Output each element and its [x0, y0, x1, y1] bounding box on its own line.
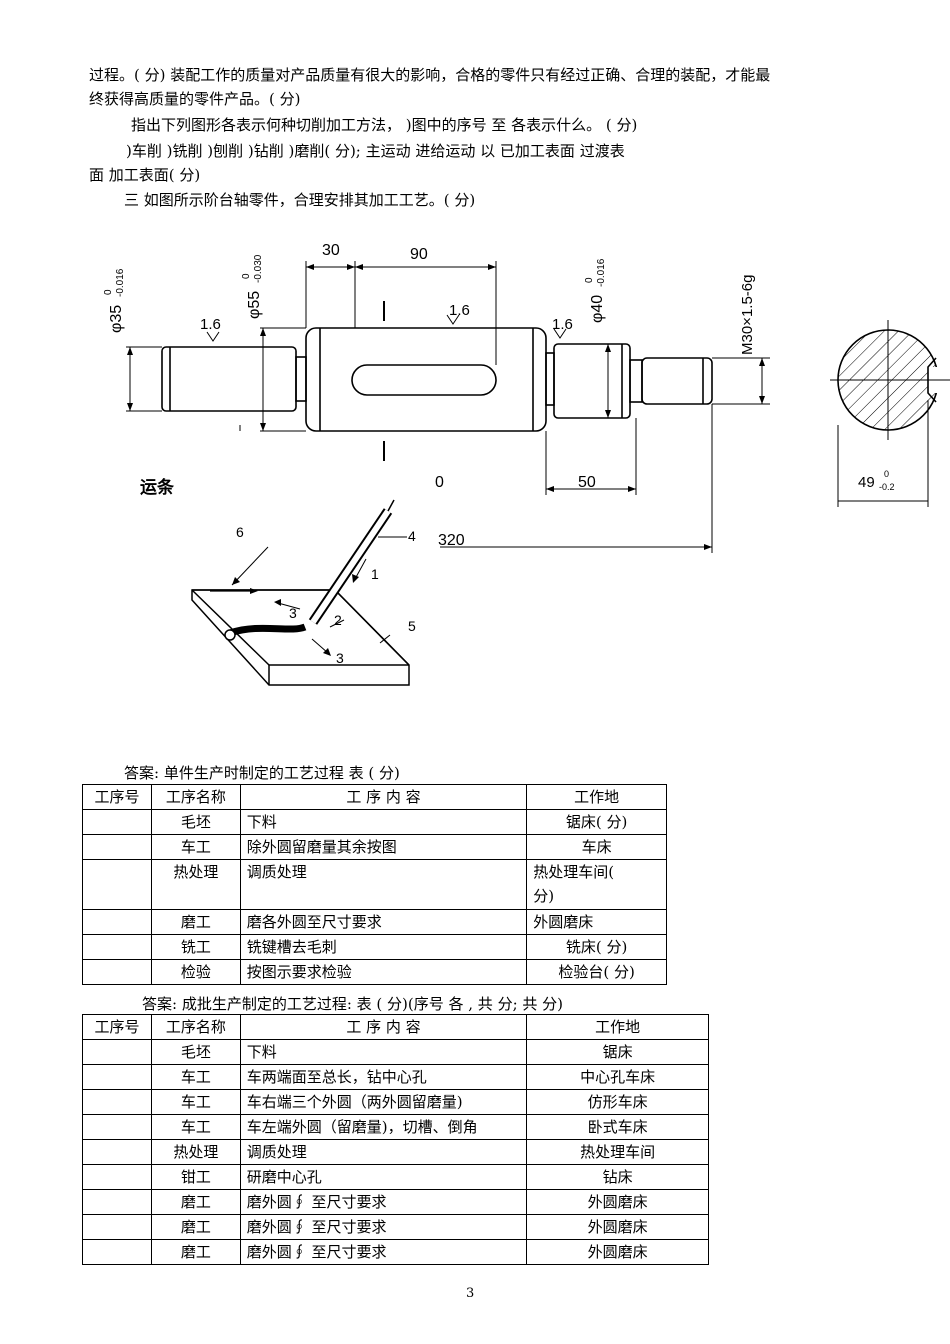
svg-text:0: 0	[884, 469, 889, 479]
table-row: 毛坯 下料 锯床	[82, 1039, 709, 1065]
svg-text:0: 0	[241, 273, 252, 279]
svg-text:M30×1.5-6g: M30×1.5-6g	[739, 275, 756, 355]
svg-text:φ55: φ55	[246, 291, 263, 319]
svg-text:1: 1	[371, 566, 379, 582]
svg-text:5: 5	[408, 618, 416, 634]
table-row: 磨工 磨外圆∮ 至尺寸要求 外圆磨床	[82, 1239, 709, 1265]
svg-text:0: 0	[584, 277, 595, 283]
svg-text:3: 3	[289, 605, 297, 621]
svg-text:6: 6	[236, 524, 244, 540]
dim-90: 90	[410, 246, 428, 263]
dim-partial-0: 0	[435, 474, 444, 491]
dim-phi35: φ35 0 -0.016	[103, 268, 126, 333]
dim-320: 320	[438, 532, 465, 549]
intro-line-5: 面 加工表面( 分)	[89, 166, 201, 184]
header-cell: 工序名称	[150, 784, 241, 810]
header-cell: 工 序 内 容	[239, 784, 528, 810]
welding-illustration: 运条 1 2 3 3 4 5 6	[140, 477, 416, 686]
cross-section: 49 0 -0.2	[830, 320, 950, 507]
table-row: 磨工 磨各外圆至尺寸要求 外圆磨床	[82, 909, 667, 935]
svg-text:3: 3	[336, 650, 344, 666]
intro-line-6: 三 如图所示阶台轴零件，合理安排其加工工艺。( 分)	[124, 191, 476, 209]
svg-text:2: 2	[334, 612, 342, 628]
svg-text:φ35: φ35	[108, 305, 125, 333]
table1-caption: 答案: 单件生产时制定的工艺过程 表 ( 分)	[124, 764, 400, 782]
svg-text:0: 0	[103, 289, 114, 295]
table-row: 车工 车左端外圆（留磨量)，切槽、倒角 卧式车床	[82, 1114, 709, 1140]
header-cell: 工 序 内 容	[239, 1014, 528, 1040]
header-cell: 工序名称	[150, 1014, 241, 1040]
table-row: 车工 车两端面至总长，钻中心孔 中心孔车床	[82, 1064, 709, 1090]
header-cell: 工作地	[526, 784, 667, 810]
header-cell: 工作地	[526, 1014, 709, 1040]
process-table-single: 工序号 工序名称 工 序 内 容 工作地 毛坯 下料 锯床( 分) 车工 除外圆…	[82, 784, 667, 985]
table-row: 钳工 研磨中心孔 钻床	[82, 1164, 709, 1190]
dim-phi40: φ40 0 -0.016	[584, 258, 607, 323]
svg-text:-0.030: -0.030	[253, 254, 264, 283]
svg-text:-0.2: -0.2	[879, 482, 895, 492]
dim-thread: M30×1.5-6g	[739, 275, 756, 355]
table-header-row: 工序号 工序名称 工 序 内 容 工作地	[82, 784, 667, 810]
svg-text:-0.016: -0.016	[596, 258, 607, 287]
svg-text:φ40: φ40	[589, 295, 606, 323]
table2-caption: 答案: 成批生产制定的工艺过程: 表 ( 分)(序号 各 , 共 分; 共 分)	[142, 995, 564, 1013]
svg-text:-0.016: -0.016	[115, 268, 126, 297]
intro-line-4: )车削 )铣削 )刨削 )钻削 )磨削( 分); 主运动 进给运动 以 已加工表…	[126, 142, 625, 160]
intro-line-2: 终获得高质量的零件产品。( 分)	[89, 90, 301, 108]
table-row: 毛坯 下料 锯床( 分)	[82, 809, 667, 835]
table-header-row: 工序号 工序名称 工 序 内 容 工作地	[82, 1014, 709, 1040]
page-number: 3	[466, 1286, 475, 1301]
roughness-label: 1.6	[449, 302, 470, 319]
process-table-batch: 工序号 工序名称 工 序 内 容 工作地 毛坯 下料 锯床 车工 车两端面至总长…	[82, 1014, 709, 1265]
svg-text:4: 4	[408, 528, 416, 544]
roughness-label: 1.6	[552, 316, 573, 333]
intro-line-1: 过程。( 分) 装配工作的质量对产品质量有很大的影响，合格的零件只有经过正确、合…	[89, 66, 771, 84]
dim-30: 30	[322, 242, 340, 259]
table-row: 热处理 调质处理 热处理车间( 分)	[82, 859, 667, 910]
weld-label: 运条	[140, 477, 175, 497]
table-row: 磨工 磨外圆∮ 至尺寸要求 外圆磨床	[82, 1189, 709, 1215]
header-cell: 工序号	[82, 1014, 152, 1040]
table-row: 车工 车右端三个外圆（两外圆留磨量) 仿形车床	[82, 1089, 709, 1115]
dim-phi55: φ55 0 -0.030	[241, 254, 264, 319]
table-row: 磨工 磨外圆∮ 至尺寸要求 外圆磨床	[82, 1214, 709, 1240]
intro-line-3: 指出下列图形各表示何种切削加工方法， )图中的序号 至 各表示什么。 ( 分)	[131, 116, 638, 134]
table-row: 车工 除外圆留磨量其余按图 车床	[82, 834, 667, 860]
table-row: 热处理 调质处理 热处理车间	[82, 1139, 709, 1165]
shaft-drawing: 1.6 1.6 1.6 30 90 50 320 0 3 φ35 0 -0.01…	[103, 242, 950, 686]
header-cell: 工序号	[82, 784, 152, 810]
roughness-label: 1.6	[200, 316, 221, 333]
table-row: 检验 按图示要求检验 检验台( 分)	[82, 959, 667, 985]
dim-50: 50	[578, 474, 596, 491]
dim-49: 49	[858, 474, 875, 491]
table-row: 铣工 铣键槽去毛刺 铣床( 分)	[82, 934, 667, 960]
